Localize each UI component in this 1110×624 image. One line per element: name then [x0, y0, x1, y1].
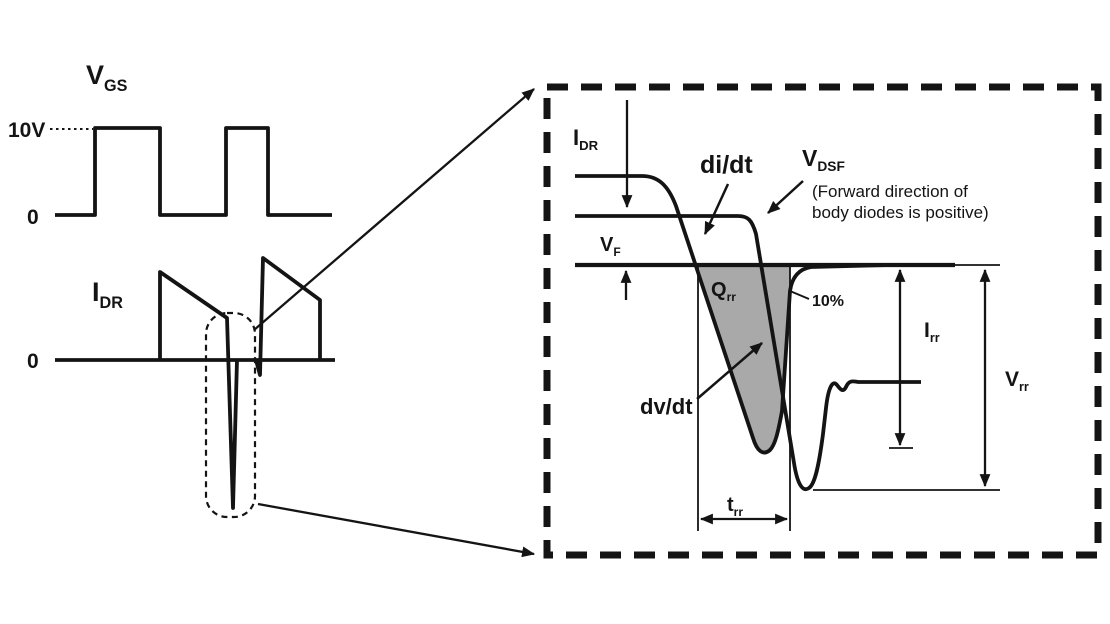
zoom-box-border: [543, 83, 1102, 559]
idr-axis-symbol: I: [92, 277, 100, 307]
zoom-plot: IDR VF di/dt VDSF (Forward direction of …: [573, 100, 1029, 531]
idr-axis-subscript: DR: [100, 294, 124, 312]
current-waveform: [575, 174, 891, 455]
qrr-label: Qrr: [711, 279, 736, 304]
vgs-axis-label: VGS: [86, 60, 128, 95]
recovery-spike-highlight-box: [204, 311, 257, 519]
idr-plot: IDR 0: [27, 256, 335, 519]
voltage-waveform: [575, 214, 921, 492]
vdsf-symbol: V: [802, 145, 818, 171]
vgs-axis-symbol: V: [86, 60, 104, 90]
vdsf-label: VDSF: [802, 145, 845, 174]
zoom-connectors: [253, 88, 536, 558]
vgs-waveform: [55, 126, 332, 217]
qrr-symbol: Q: [711, 279, 727, 301]
dvdt-label: dv/dt: [640, 394, 693, 419]
idr-axis-label: IDR: [92, 277, 123, 312]
vgs-high-level-label: 10V: [8, 119, 45, 142]
vf-label: VF: [600, 234, 621, 259]
dvdt-arrow: [696, 342, 763, 400]
qrr-subscript: rr: [727, 290, 737, 304]
irr-label: Irr: [924, 319, 940, 345]
vdsf-arrow: [767, 180, 804, 214]
ten-percent-leader-line: [789, 290, 810, 300]
vf-subscript: F: [613, 245, 620, 259]
didt-arrow: [703, 183, 730, 235]
vdsf-subscript: DSF: [817, 159, 845, 174]
zoom-idr-label: IDR: [573, 125, 599, 153]
zoom-connector-arrow-bottom: [257, 502, 536, 558]
irr-symbol: I: [924, 319, 930, 342]
irr-subscript: rr: [930, 331, 940, 345]
didt-label: di/dt: [700, 151, 753, 179]
trr-symbol: t: [727, 494, 734, 516]
vf-symbol: V: [600, 234, 614, 256]
vdsf-note-line1: (Forward direction of: [812, 182, 968, 201]
vgs-plot: VGS 10V 0: [8, 60, 332, 229]
vrr-subscript: rr: [1019, 380, 1029, 394]
vgs-axis-subscript: GS: [104, 77, 128, 95]
vgs-zero-label: 0: [27, 206, 39, 229]
vdsf-note-line2: body diodes is positive): [812, 203, 989, 222]
trr-label: trr: [727, 494, 743, 519]
trr-subscript: rr: [734, 505, 744, 519]
vrr-symbol: V: [1005, 368, 1019, 391]
idr-zero-label: 0: [27, 350, 39, 373]
zoom-idr-symbol: I: [573, 125, 579, 150]
zoom-idr-subscript: DR: [579, 138, 599, 153]
zoom-connector-arrow-top: [253, 88, 535, 331]
idr-waveform-pulse2: [254, 256, 322, 377]
vrr-label: Vrr: [1005, 368, 1029, 394]
ten-percent-label: 10%: [812, 293, 844, 310]
idr-waveform-pulse1: [158, 270, 239, 510]
